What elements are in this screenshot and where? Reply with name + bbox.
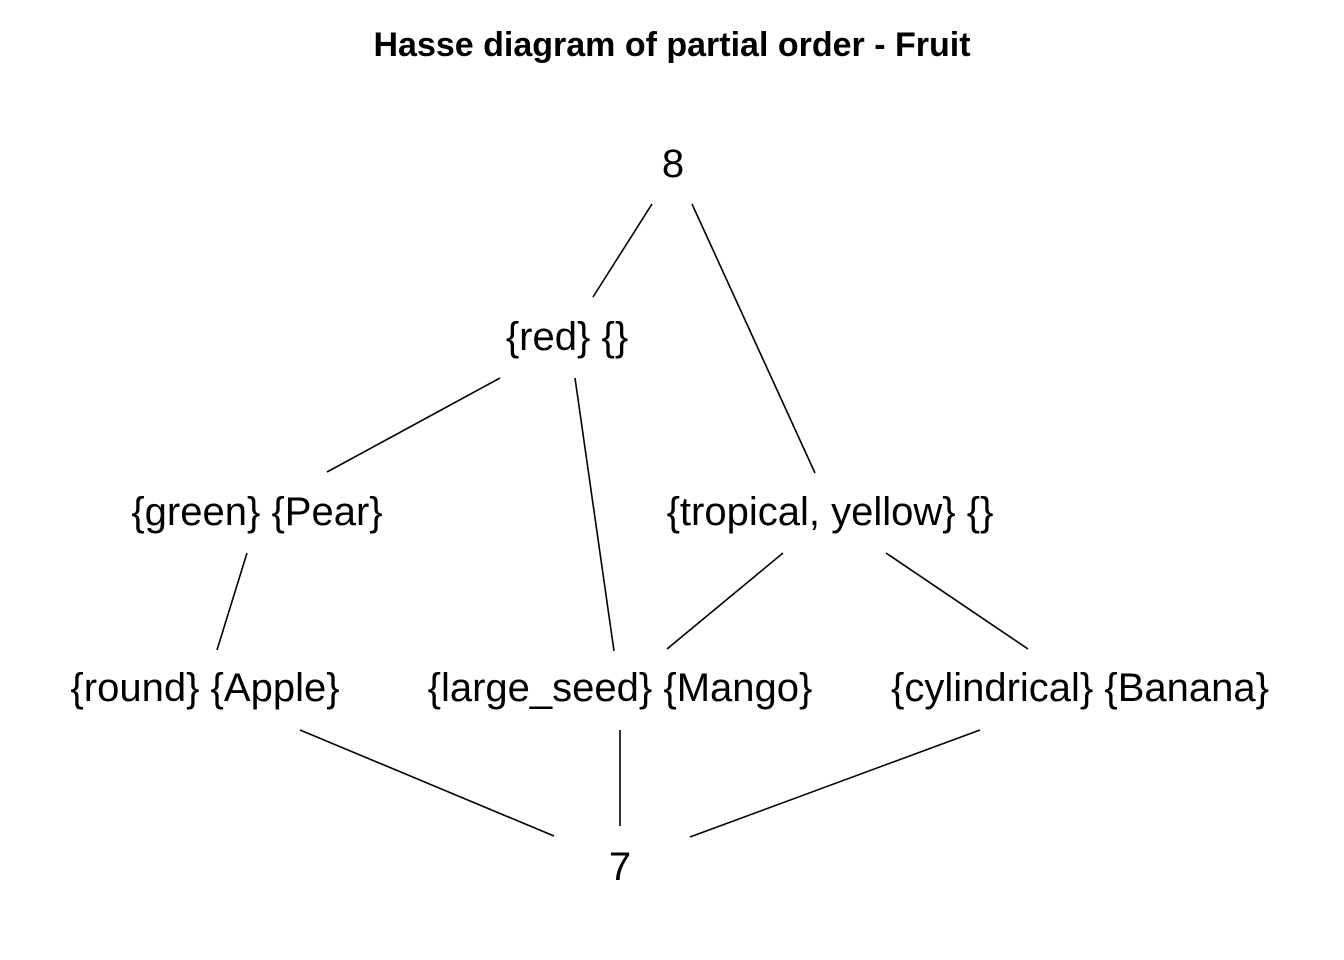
node-top: 8: [662, 142, 684, 186]
edge-round-bottom: [299, 729, 555, 837]
node-red: {red} {}: [506, 315, 628, 359]
node-tropical-yellow: {tropical, yellow} {}: [667, 490, 994, 534]
edge-red-large-seed: [574, 377, 615, 652]
edge-green-round: [216, 552, 248, 651]
edge-tropical-cylindrical: [885, 552, 1029, 650]
edge-top-red: [592, 203, 653, 298]
edge-tropical-large-seed: [666, 552, 784, 650]
node-bottom: 7: [609, 845, 631, 889]
edge-red-green: [326, 377, 501, 473]
node-green: {green} {Pear}: [131, 490, 382, 534]
nodes: 8 {red} {} {green} {Pear} {tropical, yel…: [70, 142, 1269, 889]
edge-cylindrical-bottom: [689, 729, 981, 838]
node-round: {round} {Apple}: [70, 666, 339, 710]
node-large-seed: {large_seed} {Mango}: [428, 666, 813, 710]
node-cylindrical: {cylindrical} {Banana}: [891, 666, 1269, 710]
edge-top-tropical: [691, 203, 816, 474]
edges: [216, 203, 1029, 838]
diagram-title: Hasse diagram of partial order - Fruit: [373, 26, 970, 64]
